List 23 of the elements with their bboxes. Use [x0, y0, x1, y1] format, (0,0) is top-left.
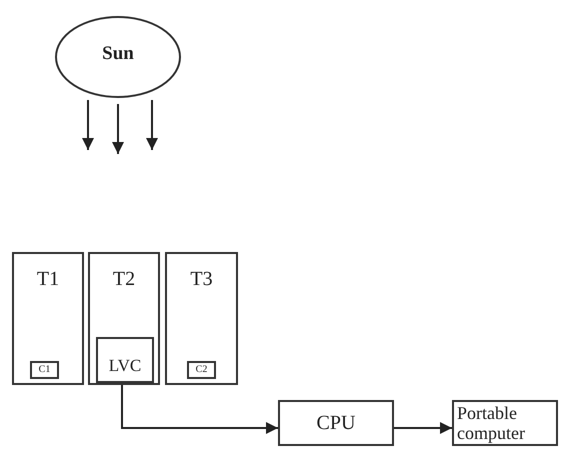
panel-box [165, 252, 238, 385]
node-label: C1 [38, 364, 52, 375]
arrow [394, 422, 452, 434]
panel-box [88, 252, 160, 385]
process-box [452, 400, 558, 446]
node-label: Sun [101, 44, 135, 65]
panel-box [12, 252, 84, 385]
ray-arrow [146, 100, 158, 150]
node-label: Portable computer [456, 404, 526, 444]
sun-ellipse [55, 16, 181, 98]
node-label: T3 [189, 268, 214, 290]
cell-box [30, 361, 59, 379]
node-label: CPU [316, 412, 356, 434]
node-label: T2 [112, 268, 136, 290]
process-box [278, 400, 394, 446]
lvc-box [96, 337, 154, 383]
ray-arrow [82, 100, 94, 150]
arrow [121, 383, 278, 434]
cell-box [187, 361, 216, 379]
node-label: T1 [36, 268, 60, 290]
node-label: LVC [108, 357, 142, 376]
ray-arrow [112, 104, 124, 154]
node-label: C2 [194, 364, 208, 375]
